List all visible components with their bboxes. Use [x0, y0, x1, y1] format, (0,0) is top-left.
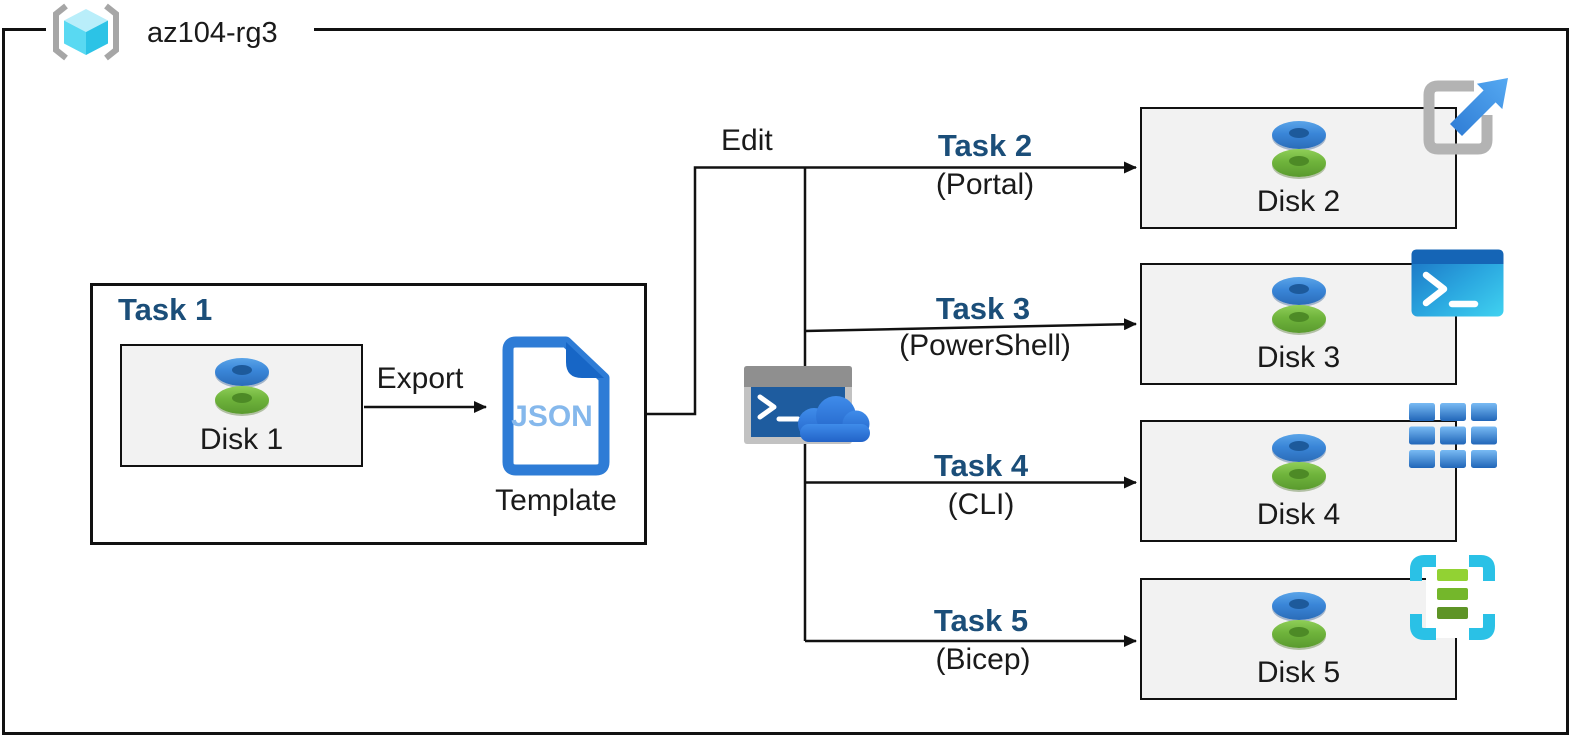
disk-platter-green [1271, 305, 1326, 333]
disk4-label: Disk 4 [1256, 498, 1341, 531]
portal-launch-icon [1423, 78, 1508, 155]
disk-platter-blue [1271, 121, 1326, 149]
json-text: JSON [511, 400, 593, 433]
managed-disk-icon [214, 358, 269, 415]
task1-box [90, 283, 647, 545]
export-label: Export [376, 362, 464, 395]
disk3-label: Disk 3 [1256, 341, 1341, 374]
disk5-label: Disk 5 [1256, 656, 1341, 689]
task1-title: Task 1 [118, 292, 213, 327]
managed-disk-icon [1271, 277, 1326, 334]
disk-platter-green [1271, 149, 1326, 177]
task3-method-label: (PowerShell) [899, 329, 1071, 362]
task2-method-label: (Portal) [935, 168, 1035, 201]
prompt-chevron [1422, 271, 1448, 307]
bicep-icon [1410, 555, 1495, 640]
json-file-icon: JSON [502, 336, 610, 476]
disk2-label: Disk 2 [1256, 185, 1341, 218]
powershell-icon [1411, 249, 1504, 317]
managed-disk-icon [1271, 434, 1326, 491]
resource-group-boundary [2, 28, 1569, 735]
resource-group-icon [53, 3, 119, 61]
edit-label: Edit [721, 124, 773, 157]
task2-label: Task 2 [937, 128, 1033, 163]
disk-platter-blue [1271, 434, 1326, 462]
task4-label: Task 4 [933, 448, 1029, 483]
disk-platter-blue [214, 358, 269, 386]
task5-method-label: (Bicep) [935, 643, 1031, 676]
disk3-box: Disk 3 [1140, 263, 1457, 385]
task3-label: Task 3 [935, 291, 1031, 326]
disk-platter-green [1271, 620, 1326, 648]
task4-method-label: (CLI) [947, 488, 1015, 521]
disk-platter-blue [1271, 277, 1326, 305]
disk-platter-green [214, 386, 269, 414]
disk1-box: Disk 1 [120, 344, 363, 467]
disk-platter-blue [1271, 592, 1326, 620]
disk5-box: Disk 5 [1140, 578, 1457, 700]
disk4-box: Disk 4 [1140, 420, 1457, 542]
template-label: Template [495, 484, 617, 517]
disk2-box: Disk 2 [1140, 107, 1457, 229]
resource-group-label: az104-rg3 [141, 17, 284, 50]
cloud-shell-icon [744, 366, 870, 444]
disk1-label: Disk 1 [199, 423, 284, 456]
disk-platter-green [1271, 462, 1326, 490]
cli-grid-icon [1409, 403, 1497, 468]
managed-disk-icon [1271, 121, 1326, 178]
task5-label: Task 5 [933, 603, 1029, 638]
managed-disk-icon [1271, 592, 1326, 649]
